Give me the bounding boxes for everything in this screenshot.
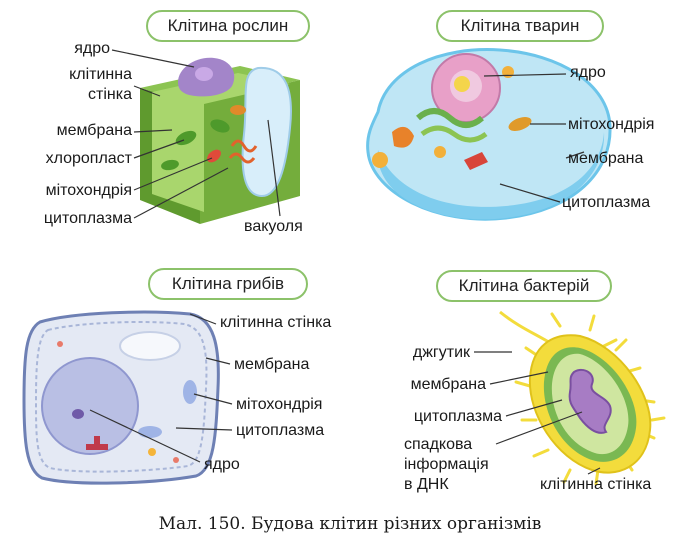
fungus-vacuole: [119, 331, 181, 361]
animal-vesicle: [434, 146, 446, 158]
chloroplast-shape: [210, 119, 230, 133]
plant-label-nucleus: ядро: [74, 40, 110, 57]
animal-label-nucleus: ядро: [570, 64, 606, 81]
bacteria-flagellum: [499, 310, 553, 346]
fungus-nucleolus: [72, 409, 84, 419]
plant-golgi: [228, 152, 256, 164]
animal-title: Клітина тварин: [436, 10, 604, 42]
plant-nucleolus: [195, 67, 213, 81]
animal-label-membrane: мембрана: [568, 150, 644, 167]
plant-label-chloroplast: хлоропласт: [45, 150, 132, 167]
fungus-label-mitochondria: мітохондрія: [236, 396, 323, 413]
plant-cytoplasm: [152, 73, 290, 212]
plant-label-cell-wall-1: клітинна: [69, 66, 132, 83]
animal-cell: [366, 48, 612, 221]
fungus-membrane-shape: [34, 321, 208, 473]
fungus-mitochondria-shape: [138, 426, 162, 438]
plant-label-membrane: мембрана: [56, 122, 132, 139]
bacteria-title: Клітина бактерій: [436, 270, 612, 302]
animal-golgi: [392, 126, 414, 148]
fungus-label-cytoplasm: цитоплазма: [236, 422, 325, 439]
fungus-granule: [57, 341, 63, 347]
leader-lines: [89, 49, 601, 475]
animal-label-mitochondria: мітохондрія: [568, 116, 655, 133]
fungus-label-membrane: мембрана: [234, 356, 310, 373]
bacteria-label-flagellum: джгутик: [412, 344, 470, 361]
fungus-cell: [22, 310, 220, 485]
fungus-granule: [173, 457, 179, 463]
animal-mitochondria-shape: [508, 117, 532, 131]
bacteria-label-cytoplasm: цитоплазма: [413, 408, 502, 425]
bacteria-cell: [499, 310, 666, 486]
animal-er: [416, 108, 484, 128]
chloroplast-shape: [161, 159, 179, 171]
animal-vesicle: [372, 152, 388, 168]
fungus-centriole: [86, 436, 108, 450]
plant-mitochondria-shape: [230, 105, 246, 115]
bacteria-label-dna-3: в ДНК: [404, 476, 449, 493]
figure-caption: Мал. 150. Будова клітин різних організмі…: [158, 514, 542, 534]
animal-vesicle: [502, 66, 514, 78]
plant-cell: [140, 57, 300, 224]
fungus-label-cell-wall: клітинна стінка: [220, 314, 332, 331]
plant-label-cytoplasm: цитоплазма: [43, 210, 132, 227]
bacteria-dna: [568, 368, 612, 434]
plant-label-cell-wall-2: стінка: [88, 86, 132, 103]
animal-cytoplasm-shape: [366, 48, 612, 221]
animal-er: [420, 125, 488, 143]
bacteria-label-cell-wall: клітинна стінка: [540, 476, 652, 493]
fungus-title: Клітина грибів: [148, 268, 308, 300]
fungus-label-nucleus: ядро: [204, 456, 240, 473]
animal-label-cytoplasm: цитоплазма: [562, 194, 651, 211]
plant-label-vacuole: вакуоля: [244, 218, 303, 235]
plant-vacuole: [241, 66, 292, 198]
animal-centriole: [464, 152, 488, 170]
bacteria-label-dna-1: спадкова: [404, 436, 473, 453]
animal-membrane-edge: [377, 132, 605, 220]
plant-label-mitochondria: мітохондрія: [45, 182, 132, 199]
animal-nucleolus-core: [454, 76, 470, 92]
fungus-nucleus: [41, 357, 139, 455]
bacteria-label-dna-2: інформація: [404, 456, 489, 473]
fungus-granule: [148, 448, 156, 456]
fungus-mitochondria-shape: [183, 380, 197, 404]
bacteria-label-membrane: мембрана: [410, 376, 486, 393]
plant-golgi: [230, 139, 258, 153]
plant-title: Клітина рослин: [146, 10, 310, 42]
